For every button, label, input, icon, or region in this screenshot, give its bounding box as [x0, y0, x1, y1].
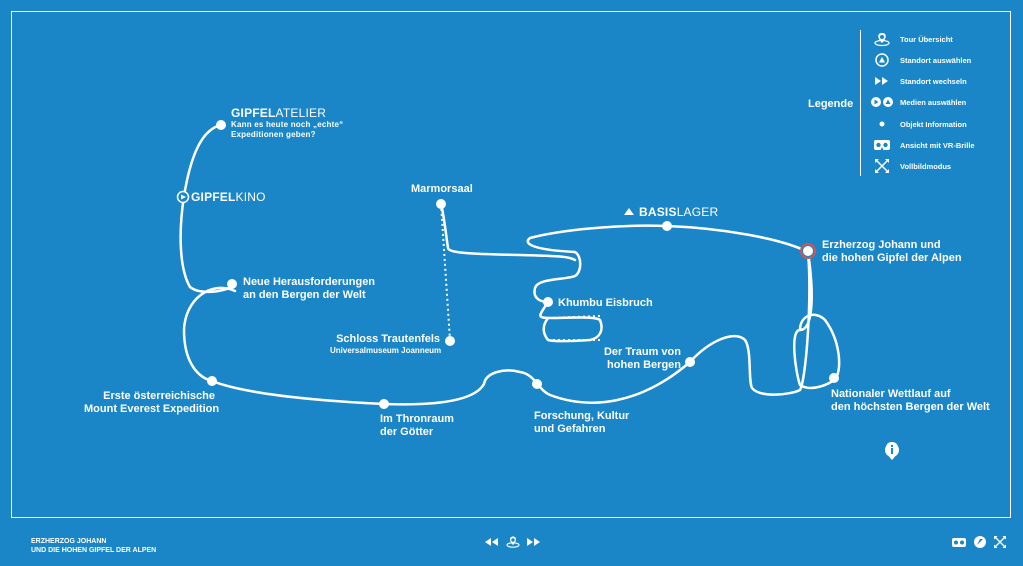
select-location-icon [870, 52, 894, 68]
fast-forward-icon [527, 538, 540, 546]
legend-item-wechseln: Standort wechseln [870, 73, 967, 89]
fullscreen-icon [870, 158, 894, 174]
marker-forschung[interactable] [532, 379, 542, 389]
marker-basislager[interactable] [662, 221, 672, 231]
vr-mode-button[interactable] [950, 532, 968, 552]
compass-button[interactable] [971, 532, 989, 552]
label-gipfelatelier[interactable]: GIPFELATELIER Kann es heute noch „echte“… [231, 106, 344, 140]
legend-item-medien: Medien auswählen [870, 94, 966, 110]
gipfelkino-marker[interactable] [176, 190, 190, 204]
label-khumbu[interactable]: Khumbu Eisbruch [558, 297, 653, 309]
legend-label: Medien auswählen [900, 97, 967, 107]
label-basislager[interactable]: BASISLAGER [639, 205, 719, 219]
marker-nationaler-wettlauf[interactable] [829, 373, 839, 383]
legend-item-tour: Tour Übersicht [870, 31, 953, 47]
tour-overview-icon [506, 536, 520, 548]
legend-label: Standort auswählen [900, 55, 972, 65]
legend-title: Legende [808, 98, 854, 110]
legend-item-vollbild: Vollbildmodus [870, 158, 951, 174]
marker-traum[interactable] [685, 357, 695, 367]
legend-label: Standort wechseln [900, 76, 967, 86]
change-location-icon [870, 73, 894, 89]
legend-item-objekt: Objekt Information [870, 116, 967, 132]
rewind-icon [485, 538, 498, 546]
marker-thronraum[interactable] [379, 399, 389, 409]
legend-item-standort: Standort auswählen [870, 52, 971, 68]
info-pin-icon[interactable] [885, 442, 899, 460]
label-marmorsaal[interactable]: Marmorsaal [411, 183, 473, 195]
map-frame [11, 11, 1011, 518]
station-markers [207, 120, 839, 409]
object-info-icon [870, 116, 894, 132]
current-location-marker[interactable] [800, 243, 816, 259]
vr-glasses-icon [952, 537, 966, 547]
legend-label: Vollbildmodus [900, 161, 952, 171]
fullscreen-icon [994, 536, 1006, 548]
compass-icon [974, 536, 986, 548]
marker-erste-expedition[interactable] [207, 376, 217, 386]
marker-gipfelatelier[interactable] [216, 120, 226, 130]
legend-label: Tour Übersicht [900, 34, 953, 44]
marker-trautenfels[interactable] [445, 336, 455, 346]
marker-marmorsaal[interactable] [436, 199, 446, 209]
tour-overview-button[interactable] [505, 532, 521, 552]
legend-divider [860, 30, 861, 176]
footer-title-line2: UND DIE HOHEN GIPFEL DER ALPEN [31, 547, 157, 554]
route-path [179, 123, 841, 406]
select-media-icon [870, 94, 894, 110]
dotted-connector [440, 203, 601, 341]
fullscreen-button[interactable] [992, 532, 1008, 552]
label-gipfelkino[interactable]: GIPFELKINO [191, 190, 266, 204]
basislager-triangle-icon [624, 208, 634, 215]
footer-title: ERZHERZOG JOHANN UND DIE HOHEN GIPFEL DE… [31, 537, 156, 555]
label-trautenfels[interactable]: Schloss Trautenfels Universalmuseum Joan… [330, 333, 442, 355]
previous-location-button[interactable] [484, 532, 500, 552]
marker-khumbu[interactable] [543, 297, 553, 307]
next-location-button[interactable] [526, 532, 542, 552]
legend-label: Ansicht mit VR-Brille [900, 140, 975, 150]
legend-label: Objekt Information [900, 119, 967, 129]
tour-overview-icon [870, 31, 894, 47]
vr-glasses-icon [870, 137, 894, 153]
footer-title-line1: ERZHERZOG JOHANN [31, 538, 107, 545]
legend-item-vr: Ansicht mit VR-Brille [870, 137, 975, 153]
marker-neue-herausforderungen[interactable] [227, 279, 237, 289]
